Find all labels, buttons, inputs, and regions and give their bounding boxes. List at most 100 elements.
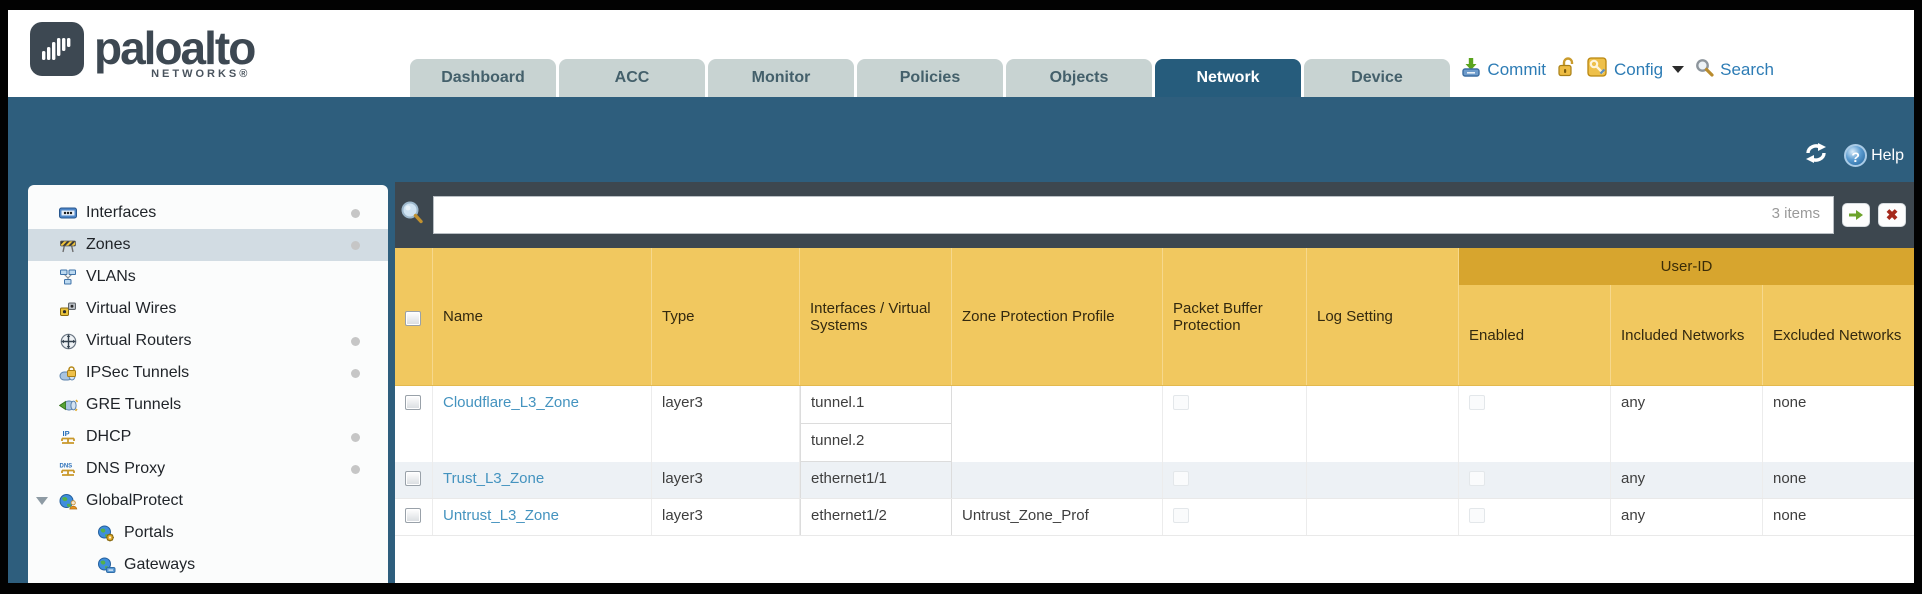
expander-triangle-icon[interactable] [36, 497, 48, 505]
config-icon [1586, 56, 1609, 83]
ipsec-tunnels-icon [58, 364, 78, 382]
sidebar-item-gre-tunnels[interactable]: GRE Tunnels [28, 389, 388, 421]
user-id-enabled-checkbox [1469, 471, 1485, 486]
items-count: 3 items [1771, 205, 1820, 222]
teal-toolbar: ? Help [8, 97, 1914, 182]
row-checkbox[interactable] [405, 471, 421, 486]
dns-proxy-icon: DNS [58, 460, 78, 478]
header-tools: Commit Config [1460, 56, 1774, 83]
interfaces-cell: ethernet1/2 [800, 499, 952, 535]
tab-acc[interactable]: ACC [559, 59, 705, 97]
chevron-down-icon [1672, 66, 1685, 73]
col-header-packet-buffer-protection[interactable]: Packet Buffer Protection [1163, 248, 1307, 385]
sidebar-item-dns-proxy[interactable]: DNS DNS Proxy [28, 453, 388, 485]
filter-input[interactable] [433, 196, 1834, 234]
zone-type-cell: layer3 [652, 462, 800, 498]
content-area: Interfaces Zones VLANs Virtua [8, 182, 1914, 583]
log-setting-cell [1307, 499, 1459, 535]
sidebar-item-zones[interactable]: Zones [28, 229, 388, 261]
tab-objects[interactable]: Objects [1006, 59, 1152, 97]
col-header-log-setting[interactable]: Log Setting [1307, 248, 1459, 385]
tab-policies[interactable]: Policies [857, 59, 1003, 97]
item-dot [351, 433, 360, 442]
globalprotect-icon [58, 492, 78, 510]
brand-name: paloalto [94, 22, 256, 74]
table-row-untrust: Untrust_L3_Zone layer3 ethernet1/2 Untru… [395, 499, 1914, 536]
tab-network[interactable]: Network [1155, 59, 1301, 97]
zone-type-cell: layer3 [652, 499, 800, 535]
left-margin-strip [8, 182, 28, 583]
virtual-routers-icon [58, 332, 78, 350]
select-all-cell [395, 248, 433, 385]
sidebar-item-dhcp[interactable]: IP DHCP [28, 421, 388, 453]
sidebar-item-virtual-routers[interactable]: Virtual Routers [28, 325, 388, 357]
search-button[interactable]: Search [1694, 57, 1774, 83]
row-checkbox[interactable] [405, 395, 421, 410]
col-header-name[interactable]: Name [433, 248, 652, 385]
item-dot [351, 209, 360, 218]
sidebar-item-virtual-wires[interactable]: Virtual Wires [28, 293, 388, 325]
gateways-icon [96, 556, 116, 574]
filter-search-icon [399, 200, 425, 231]
sidebar-item-ipsec-tunnels[interactable]: IPSec Tunnels [28, 357, 388, 389]
sidebar-item-label: VLANs [86, 268, 136, 285]
col-header-included-networks[interactable]: Included Networks [1611, 285, 1763, 385]
sidebar-item-interfaces[interactable]: Interfaces [28, 197, 388, 229]
excluded-networks-cell: none [1773, 470, 1807, 487]
interface-item: tunnel.1 [801, 386, 951, 424]
zone-name-link[interactable]: Trust_L3_Zone [443, 470, 545, 487]
zones-panel: 3 items ✖ Name Type Interfaces / Virtual… [395, 182, 1914, 583]
zone-name-link[interactable]: Untrust_L3_Zone [443, 507, 559, 524]
item-dot [351, 241, 360, 250]
interfaces-cell: ethernet1/1 [800, 462, 952, 498]
help-button[interactable]: ? Help [1844, 144, 1904, 167]
col-header-type[interactable]: Type [652, 248, 800, 385]
col-header-excluded-networks[interactable]: Excluded Networks [1773, 326, 1902, 344]
primary-tabs: Dashboard ACC Monitor Policies Objects N… [410, 59, 1453, 97]
sidebar-item-label: GRE Tunnels [86, 396, 182, 413]
sidebar-item-label: Zones [86, 236, 131, 253]
palo-alto-logo: paloalto NETWORKS® [30, 22, 256, 80]
row-checkbox[interactable] [405, 508, 421, 523]
sidebar-item-portals[interactable]: Portals [28, 517, 388, 549]
apply-filter-button[interactable] [1842, 203, 1870, 227]
tab-monitor[interactable]: Monitor [708, 59, 854, 97]
tab-device[interactable]: Device [1304, 59, 1450, 97]
green-arrow-icon [1849, 210, 1863, 220]
search-icon [1694, 57, 1715, 83]
zone-protection-cell [952, 462, 1163, 498]
included-networks-cell: any [1611, 386, 1763, 462]
sidebar-item-label: Interfaces [86, 204, 157, 221]
user-id-enabled-checkbox [1469, 395, 1485, 410]
col-header-enabled[interactable]: Enabled [1459, 285, 1611, 385]
vlans-icon [58, 268, 78, 286]
empty-area [395, 536, 1914, 583]
dhcp-icon: IP [58, 428, 78, 446]
item-dot [351, 337, 360, 346]
config-menu[interactable]: Config [1586, 56, 1685, 83]
virtual-wires-icon [58, 300, 78, 318]
clear-filter-button[interactable]: ✖ [1878, 203, 1906, 227]
table-header: Name Type Interfaces / Virtual Systems Z… [395, 248, 1914, 386]
packet-buffer-checkbox [1173, 395, 1189, 410]
tab-dashboard[interactable]: Dashboard [410, 59, 556, 97]
sidebar-item-vlans[interactable]: VLANs [28, 261, 388, 293]
select-all-checkbox[interactable] [405, 310, 421, 326]
col-header-interfaces[interactable]: Interfaces / Virtual Systems [800, 248, 952, 385]
table-row-cloudflare: Cloudflare_L3_Zone layer3 tunnel.1 tunne… [395, 386, 1914, 462]
zone-name-link[interactable]: Cloudflare_L3_Zone [443, 394, 579, 411]
sidebar-item-label: Virtual Routers [86, 332, 192, 349]
refresh-icon[interactable] [1804, 142, 1828, 169]
sidebar-item-gateways[interactable]: Gateways [28, 549, 388, 581]
log-setting-cell [1307, 462, 1459, 498]
gre-tunnels-icon [58, 396, 78, 414]
sidebar-item-globalprotect[interactable]: GlobalProtect [28, 485, 388, 517]
zone-protection-cell [952, 386, 1163, 462]
zone-type-cell: layer3 [652, 386, 800, 462]
lock-icon[interactable] [1556, 56, 1576, 83]
excluded-networks-cell: none [1773, 507, 1807, 524]
col-header-zone-protection-profile[interactable]: Zone Protection Profile [952, 248, 1163, 385]
commit-button[interactable]: Commit [1460, 56, 1546, 83]
svg-text:DNS: DNS [60, 463, 73, 469]
